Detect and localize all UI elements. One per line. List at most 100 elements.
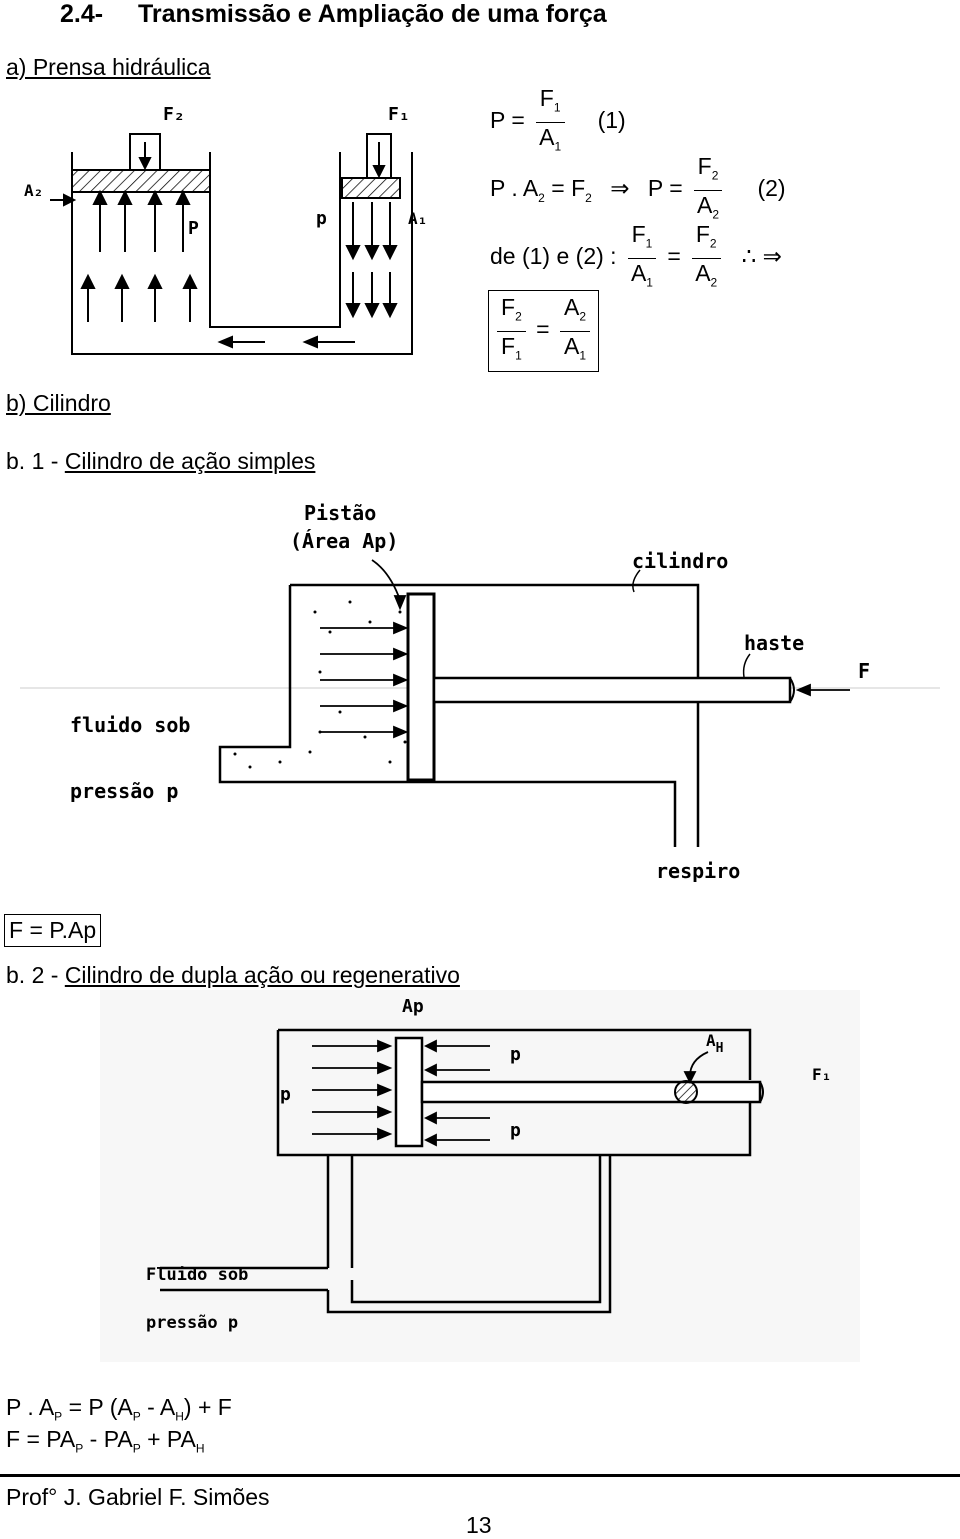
b2-prefix: b. 2 - xyxy=(6,962,65,988)
res-n2: A xyxy=(563,294,580,320)
label-force-f: F xyxy=(858,659,870,683)
eq2-num: F xyxy=(697,153,712,179)
eq3-n1: F xyxy=(631,221,646,247)
eq2-left-sub: 2 xyxy=(538,190,545,205)
label-area-ap: (Área Ap) xyxy=(290,529,398,553)
label-p-small: p xyxy=(316,208,327,229)
single-acting-cylinder-diagram: Pistão (Área Ap) cilindro haste F fluido… xyxy=(20,501,940,883)
eq3-n2: F xyxy=(695,221,710,247)
label-p-bottom: p xyxy=(510,1120,521,1141)
footer-divider xyxy=(0,1474,960,1477)
b2eq2-a: F = PA xyxy=(6,1426,76,1452)
page-number: 13 xyxy=(466,1512,492,1538)
eq1-fraction: F1 A1 xyxy=(535,84,565,160)
eq2-den-sub: 2 xyxy=(712,207,720,222)
eq2-mid-sub: 2 xyxy=(585,190,592,205)
eq3-d1: A xyxy=(630,259,647,286)
eq3-d2: A xyxy=(695,259,711,286)
label-fluido-sob: fluido sob xyxy=(70,713,190,737)
label-haste: haste xyxy=(744,631,804,655)
res-equals: = xyxy=(536,316,550,343)
label-ah: AH xyxy=(706,1031,723,1056)
res-n1-sub: 2 xyxy=(515,309,522,324)
eq3-equals: = xyxy=(667,243,681,270)
heading-cilindro: b) Cilindro xyxy=(6,390,111,416)
equation-b2-2: F = PAP - PAP + PAH xyxy=(6,1426,205,1456)
eq3-therefore: ∴ ⇒ xyxy=(741,243,782,270)
b1-title: Cilindro de ação simples xyxy=(64,448,316,474)
heading-b1: b. 1 - Cilindro de ação simples xyxy=(6,448,315,475)
b2eq2-b: - PA xyxy=(83,1426,133,1452)
label-pistao: Pistão xyxy=(304,501,376,525)
eq3-d1-sub: 1 xyxy=(646,275,653,290)
eq3-n1-sub: 1 xyxy=(645,236,653,251)
result-fraction-2: A2 A1 xyxy=(559,293,590,369)
equation-3: de (1) e (2) : F1 A1 = F2 A2 ∴ ⇒ xyxy=(490,220,782,296)
result-fraction-1: F2 F1 xyxy=(497,293,526,369)
hydraulic-press-diagram: F₂ F₁ A₂ A₁ p P xyxy=(24,104,427,355)
label-f1-force: F₁ xyxy=(812,1065,831,1084)
eq1-num-sub: 1 xyxy=(553,100,561,115)
b2eq1-d: ) + F xyxy=(183,1394,232,1420)
heading-b2: b. 2 - Cilindro de dupla ação ou regener… xyxy=(6,962,460,989)
label-a1: A₁ xyxy=(408,209,427,228)
eq2-p: P = xyxy=(647,175,683,202)
eq1-den: A xyxy=(539,123,555,150)
eq1-tag: (1) xyxy=(597,107,626,134)
section-title-text: Transmissão e Ampliação de uma força xyxy=(138,0,607,28)
formula-single-acting: F = P.Ap xyxy=(4,914,102,947)
res-d2: A xyxy=(563,332,580,359)
b2eq2-sub3: H xyxy=(195,1441,205,1456)
b2-title: Cilindro de dupla ação ou regenerativo xyxy=(64,962,460,988)
eq2-arrow: ⇒ xyxy=(610,175,630,202)
heading-prensa: a) Prensa hidráulica xyxy=(6,54,211,80)
b1-prefix: b. 1 - xyxy=(6,448,65,474)
res-d2-sub: 1 xyxy=(579,348,586,363)
b2eq1-a: P . A xyxy=(6,1394,55,1420)
eq3-n2-sub: 2 xyxy=(709,236,717,251)
eq3-fraction-1: F1 A1 xyxy=(627,220,657,296)
eq2-mid: = F xyxy=(551,175,586,202)
eq1-lhs: P = xyxy=(490,107,525,134)
res-n2-sub: 2 xyxy=(579,309,586,324)
equation-2: P . A2 = F2 ⇒ P = F2 A2 (2) xyxy=(490,152,786,228)
b2eq1-sub2: P xyxy=(132,1409,141,1424)
res-d1-sub: 1 xyxy=(515,348,522,363)
eq3-fraction-2: F2 A2 xyxy=(691,220,721,296)
eq2-tag: (2) xyxy=(757,175,786,202)
eq1-den-sub: 1 xyxy=(554,139,562,154)
b2eq2-c: + PA xyxy=(140,1426,196,1452)
label-pressao-p-2: pressão p xyxy=(146,1313,238,1333)
label-cilindro: cilindro xyxy=(632,549,728,573)
eq1-num: F xyxy=(539,85,554,111)
label-respiro: respiro xyxy=(656,859,740,883)
b2eq2-sub2: P xyxy=(132,1441,141,1456)
equation-1: P = F1 A1 (1) xyxy=(490,84,626,160)
label-fluido-sob-2: Fluido sob xyxy=(146,1265,248,1285)
b2eq1-sub1: P xyxy=(54,1409,63,1424)
label-p-top: p xyxy=(510,1044,521,1065)
result-box: F2 F1 = A2 A1 xyxy=(488,290,599,373)
label-a2: A₂ xyxy=(24,181,43,200)
label-ap: Ap xyxy=(402,996,424,1017)
label-p-left: p xyxy=(280,1084,291,1105)
eq2-num-sub: 2 xyxy=(711,168,719,183)
eq2-left: P . A xyxy=(490,175,539,202)
b2eq2-sub1: P xyxy=(75,1441,84,1456)
eq2-den: A xyxy=(697,191,713,218)
label-f2: F₂ xyxy=(163,104,185,125)
eq2-fraction: F2 A2 xyxy=(693,152,723,228)
label-pressao-p: pressão p xyxy=(70,779,178,803)
res-d1: F xyxy=(501,332,516,359)
b2eq1-b: = P (A xyxy=(68,1394,133,1420)
b2eq1-sub3: H xyxy=(175,1409,184,1424)
b2eq1-c: - A xyxy=(140,1394,176,1420)
equation-b2-1: P . AP = P (AP - AH) + F xyxy=(6,1394,232,1424)
res-n1: F xyxy=(501,294,516,320)
label-f1: F₁ xyxy=(388,104,410,125)
footer-author: Prof° J. Gabriel F. Simões xyxy=(6,1484,270,1510)
double-acting-cylinder-diagram: Ap p p p AH F₁ Fluido sob pressão p xyxy=(100,990,860,1362)
label-p-big: P xyxy=(188,218,199,239)
section-title: 2.4-Transmissão e Ampliação de uma força xyxy=(60,0,607,29)
eq3-prefix: de (1) e (2) : xyxy=(490,243,617,270)
